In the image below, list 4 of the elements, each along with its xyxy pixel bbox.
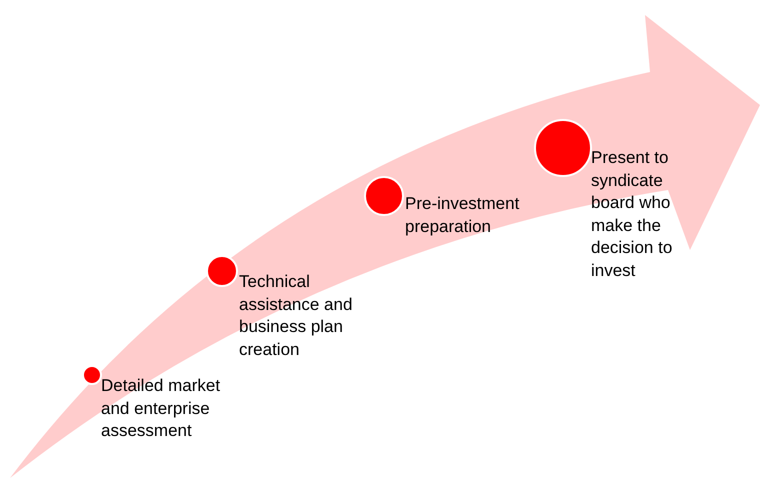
step-label: Present to syndicate board who make the decision to invest (591, 147, 674, 282)
step-label: Technical assistance and business plan creation (239, 271, 354, 360)
step-label: Detailed market and enterprise assessment (101, 375, 222, 442)
step-label: Pre-investment preparation (405, 193, 520, 238)
